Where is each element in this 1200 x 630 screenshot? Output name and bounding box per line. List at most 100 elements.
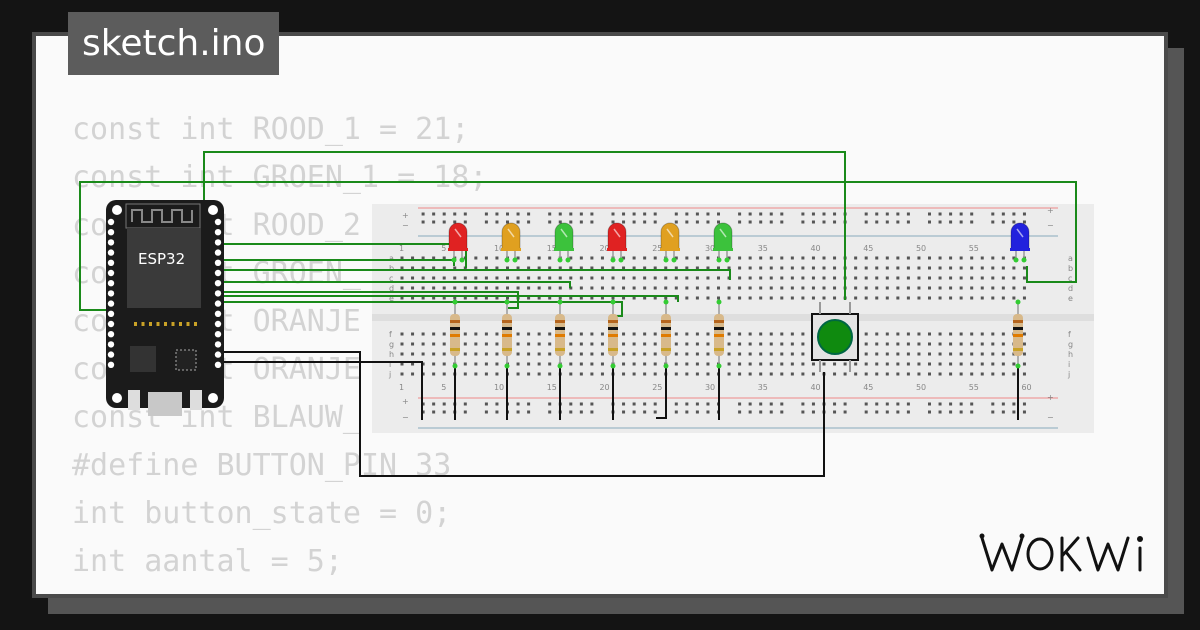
reset-button[interactable]	[190, 390, 202, 410]
breadboard-hole	[632, 362, 636, 366]
breadboard-hole	[622, 402, 626, 406]
module-pad	[134, 322, 137, 326]
resistor-band	[555, 320, 565, 323]
breadboard-hole	[949, 410, 953, 414]
breadboard-hole	[906, 352, 910, 356]
breadboard-hole	[938, 410, 942, 414]
breadboard-hole	[463, 362, 467, 366]
breadboard-hole	[959, 266, 963, 270]
breadboard-hole	[495, 332, 499, 336]
breadboard-hole	[653, 332, 657, 336]
mount-hole	[112, 393, 122, 403]
file-tab[interactable]: sketch.ino	[68, 12, 280, 75]
breadboard-hole	[653, 286, 657, 290]
breadboard-hole	[864, 332, 868, 336]
column-number: 40	[810, 244, 820, 253]
breadboard-hole	[906, 342, 910, 346]
breadboard-hole	[432, 256, 436, 260]
resistor-band	[502, 327, 512, 330]
esp32-board[interactable]: ESP32	[106, 200, 224, 416]
breadboard-hole	[411, 352, 415, 356]
breadboard-hole	[558, 212, 562, 216]
column-number: 15	[547, 383, 557, 392]
led	[554, 222, 574, 263]
breadboard-hole	[759, 286, 763, 290]
breadboard-hole	[780, 220, 784, 224]
connection-dot	[663, 299, 669, 305]
ground-wires	[218, 351, 1019, 477]
breadboard-hole	[885, 410, 889, 414]
breadboard-hole	[885, 212, 889, 216]
resistor-band	[1013, 348, 1023, 351]
breadboard-hole	[748, 402, 752, 406]
breadboard-hole	[685, 256, 689, 260]
breadboard-hole	[516, 410, 520, 414]
breadboard-hole	[643, 332, 647, 336]
breadboard-hole	[738, 220, 742, 224]
breadboard-hole	[537, 256, 541, 260]
breadboard-hole	[1001, 352, 1005, 356]
breadboard-hole	[653, 220, 657, 224]
breadboard-hole	[970, 342, 974, 346]
breadboard-hole	[411, 332, 415, 336]
breadboard-hole	[738, 332, 742, 336]
breadboard-hole	[400, 352, 404, 356]
breadboard-hole	[516, 402, 520, 406]
breadboard-hole	[674, 342, 678, 346]
breadboard-hole	[928, 372, 931, 376]
breadboard-hole	[843, 402, 847, 406]
breadboard-hole	[537, 362, 541, 366]
breadboard-hole	[759, 402, 763, 406]
breadboard-hole	[928, 266, 931, 270]
breadboard-hole	[959, 296, 963, 300]
breadboard-hole	[622, 332, 626, 336]
code-line: int aantal = 5;	[72, 544, 343, 579]
breadboard-hole	[463, 342, 467, 346]
esp32-pin	[107, 229, 115, 236]
push-button[interactable]	[811, 302, 859, 372]
esp32-pin	[107, 269, 115, 277]
breadboard-hole	[1001, 332, 1005, 336]
breadboard-hole	[432, 362, 436, 366]
breadboard-hole	[991, 410, 995, 414]
row-letter: i	[1068, 360, 1070, 369]
breadboard-hole	[1012, 296, 1016, 300]
breadboard-hole	[896, 352, 900, 356]
breadboard-hole	[579, 410, 583, 414]
esp32-pin	[214, 290, 222, 297]
connection-dot	[610, 363, 616, 369]
breadboard-hole	[474, 286, 478, 290]
breadboard-hole	[569, 342, 573, 346]
resistor-band	[502, 320, 512, 323]
breadboard-hole	[600, 332, 604, 336]
boot-button[interactable]	[128, 390, 140, 410]
module-pad	[149, 322, 152, 326]
connection-dot	[459, 257, 465, 263]
column-number: 1	[399, 383, 404, 392]
breadboard-hole	[516, 372, 520, 376]
column-number: 50	[916, 244, 926, 253]
breadboard-hole	[400, 372, 404, 376]
breadboard-hole	[959, 286, 963, 290]
breadboard-hole	[1001, 410, 1005, 414]
row-letter: h	[389, 350, 394, 359]
push-button-cap[interactable]	[817, 319, 853, 355]
breadboard-hole	[453, 276, 457, 280]
breadboard-hole	[864, 362, 868, 366]
breadboard-hole	[769, 266, 773, 270]
breadboard-hole	[801, 266, 805, 270]
breadboard-hole	[970, 256, 974, 260]
breadboard-hole	[527, 410, 531, 414]
breadboard-hole	[632, 410, 636, 414]
breadboard-hole	[685, 220, 689, 224]
breadboard-hole	[653, 410, 657, 414]
breadboard-hole	[400, 276, 404, 280]
breadboard-hole	[801, 296, 805, 300]
breadboard-hole	[632, 286, 636, 290]
led-reflection	[507, 228, 515, 238]
breadboard-hole	[643, 342, 647, 346]
breadboard-hole	[506, 296, 509, 300]
breadboard-hole	[484, 256, 488, 260]
breadboard-hole	[1001, 372, 1005, 376]
breadboard-hole	[885, 372, 889, 376]
